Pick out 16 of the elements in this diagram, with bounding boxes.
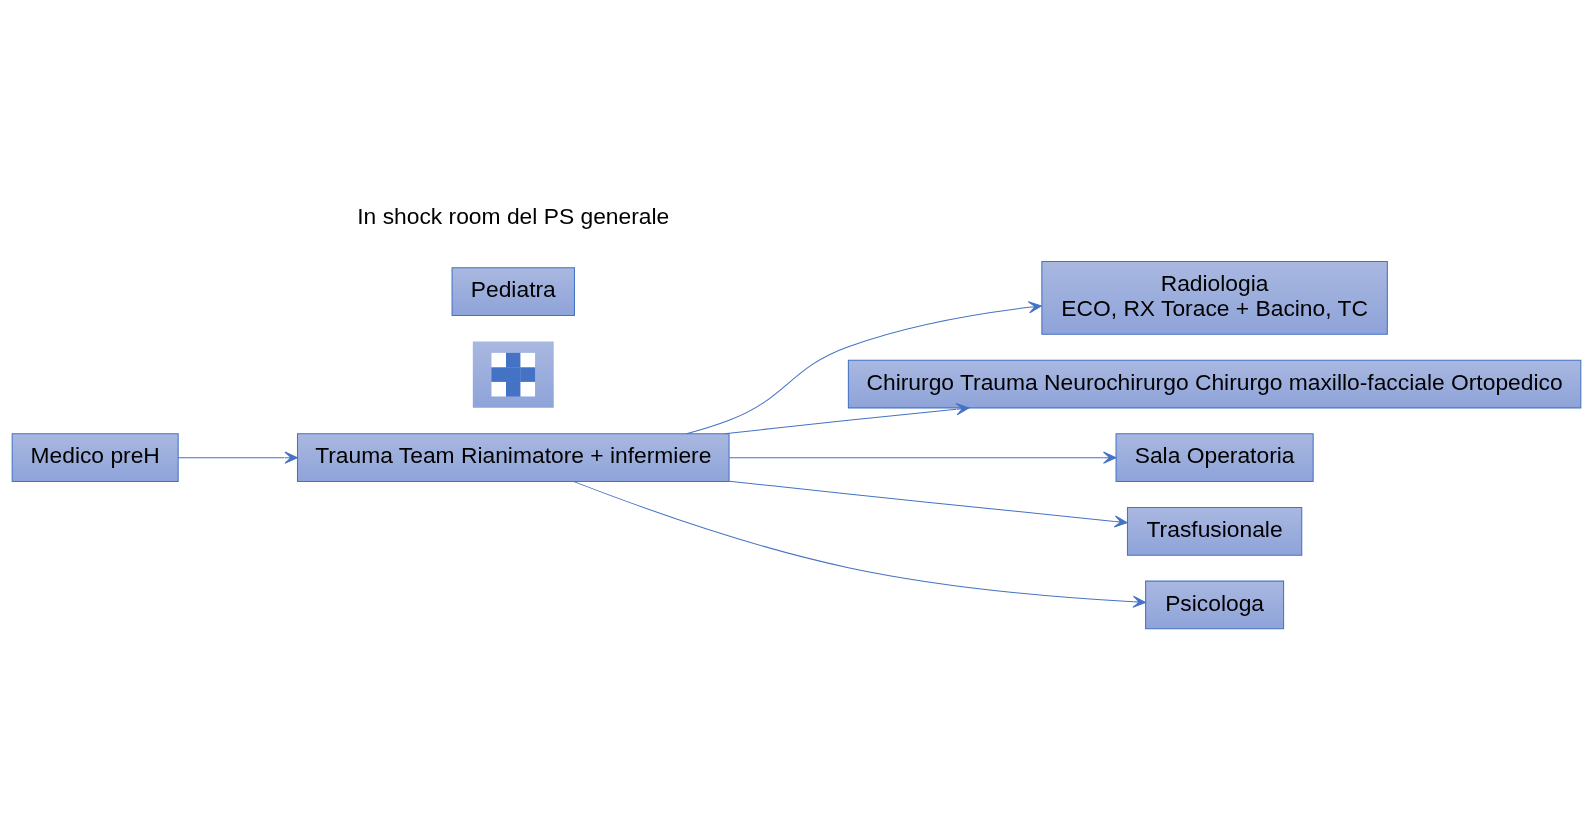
node-box: Trauma Team Rianimatore + infermiere: [296, 432, 730, 482]
node-plus: [472, 340, 554, 408]
arrow: [685, 300, 1042, 434]
node-box: Chirurgo Trauma Neurochirurgo Chirurgo maxillo-facciale Ortopedico: [847, 359, 1582, 408]
node-box: Psicologa: [1145, 580, 1285, 629]
label: In shock room del PS generale: [357, 202, 670, 229]
node-box: Medico preH: [11, 432, 179, 482]
arrow: [177, 451, 298, 464]
arrow: [728, 451, 1117, 464]
node-box: Pediatra: [451, 266, 575, 316]
node-box: Trasfusionale: [1126, 506, 1303, 556]
node-box: Radiologia ECO, RX Torace + Bacino, TC: [1041, 260, 1388, 335]
arrow: [573, 480, 1147, 608]
arrow: [728, 480, 1128, 527]
node-box: Sala Operatoria: [1115, 432, 1314, 482]
arrow: [724, 402, 970, 434]
